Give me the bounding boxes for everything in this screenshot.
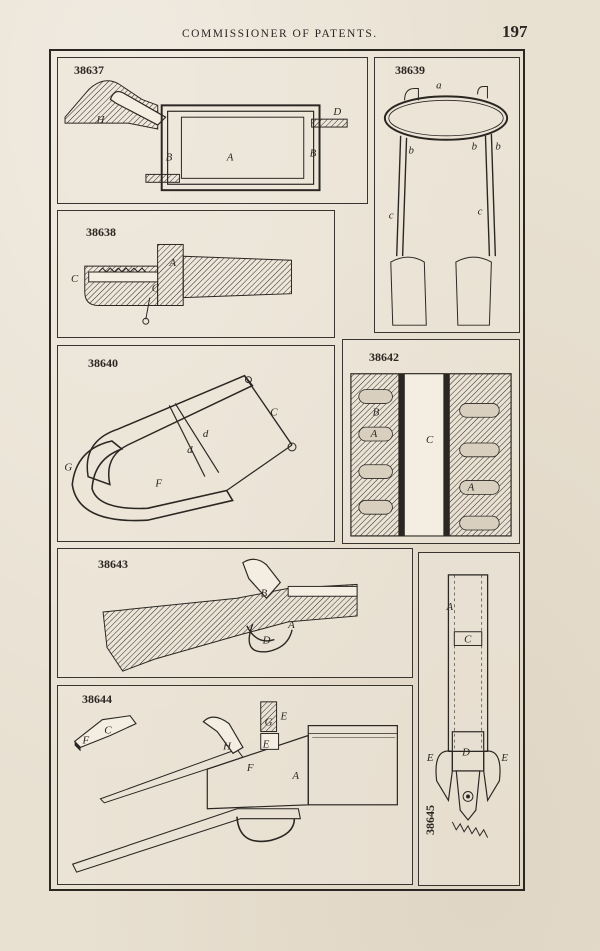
- figure-38642-drawing: B A C A: [350, 373, 512, 537]
- label-d-lower: d: [187, 444, 193, 456]
- label-A-right: A: [467, 481, 475, 493]
- patent-number: 38642: [369, 350, 399, 364]
- label-A: A: [291, 770, 299, 782]
- patent-number: 38637: [74, 63, 104, 77]
- figure-38637: 38637 H D B A B: [57, 57, 368, 204]
- label-C-left: C: [71, 273, 79, 285]
- label-C: C: [426, 434, 434, 446]
- label-D: D: [332, 106, 341, 118]
- label-F: F: [154, 478, 162, 490]
- label-C: C: [104, 725, 112, 737]
- label-B-left: B: [166, 152, 173, 164]
- label-E-right: E: [500, 752, 508, 764]
- label-H: H: [96, 114, 106, 126]
- patent-number: 38643: [98, 557, 128, 571]
- label-B-right: B: [310, 148, 317, 160]
- label-b-mid: b: [472, 141, 478, 153]
- label-d-upper: d: [203, 428, 209, 440]
- label-c-left: c: [389, 210, 394, 222]
- label-B: B: [261, 587, 268, 599]
- figure-38638: 38638 C A C: [57, 210, 335, 338]
- figure-38639: 38639 a b b b c c: [374, 57, 520, 333]
- patent-number: 38640: [88, 356, 118, 370]
- running-head: COMMISSIONER OF PATENTS.: [182, 28, 378, 40]
- figure-38638-drawing: C A C: [71, 243, 292, 325]
- figure-38645-drawing: A C D E E: [426, 574, 508, 838]
- label-A-left: A: [370, 428, 378, 440]
- label-b-left: b: [409, 145, 415, 157]
- label-B: B: [373, 406, 380, 418]
- figure-38644: 38644: [57, 685, 413, 885]
- figure-38645: 38645 A C D E E: [418, 552, 520, 886]
- label-b-right: b: [495, 141, 501, 153]
- patent-number: 38639: [395, 63, 425, 77]
- figure-38640: 38640 C d d G F: [57, 345, 335, 542]
- label-D: D: [461, 746, 470, 758]
- label-E-lower: E: [262, 738, 270, 750]
- label-a: a: [436, 79, 441, 91]
- label-c-right: c: [478, 206, 483, 218]
- label-A: A: [287, 619, 295, 631]
- label-C: C: [270, 406, 278, 418]
- label-G: G: [265, 717, 273, 729]
- label-A: A: [168, 257, 176, 269]
- label-F-detail: F: [82, 734, 90, 746]
- label-A: A: [445, 601, 453, 613]
- figure-38644-drawing: C F G E E H F A: [71, 701, 398, 873]
- label-A: A: [226, 152, 234, 164]
- label-E-left: E: [426, 752, 434, 764]
- label-D: D: [262, 635, 271, 647]
- label-H: H: [222, 740, 232, 752]
- figure-38642: 38642 B A C A: [342, 339, 520, 544]
- patent-plate: [49, 49, 525, 891]
- label-F: F: [246, 762, 254, 774]
- figure-38637-drawing: H D B A B: [64, 80, 348, 192]
- label-C-mid: C: [152, 283, 160, 295]
- page-number: 197: [502, 22, 528, 41]
- figure-38639-drawing: a b b b c c: [383, 79, 509, 326]
- label-G: G: [64, 462, 72, 474]
- figure-38643: 38643 B D A: [57, 548, 413, 678]
- label-E-upper: E: [280, 711, 288, 723]
- label-C: C: [464, 634, 472, 646]
- figure-38640-drawing: C d d G F: [64, 374, 297, 522]
- patent-number: 38644: [82, 692, 112, 706]
- patent-number: 38638: [86, 225, 116, 239]
- figure-38643-drawing: B D A: [102, 558, 358, 672]
